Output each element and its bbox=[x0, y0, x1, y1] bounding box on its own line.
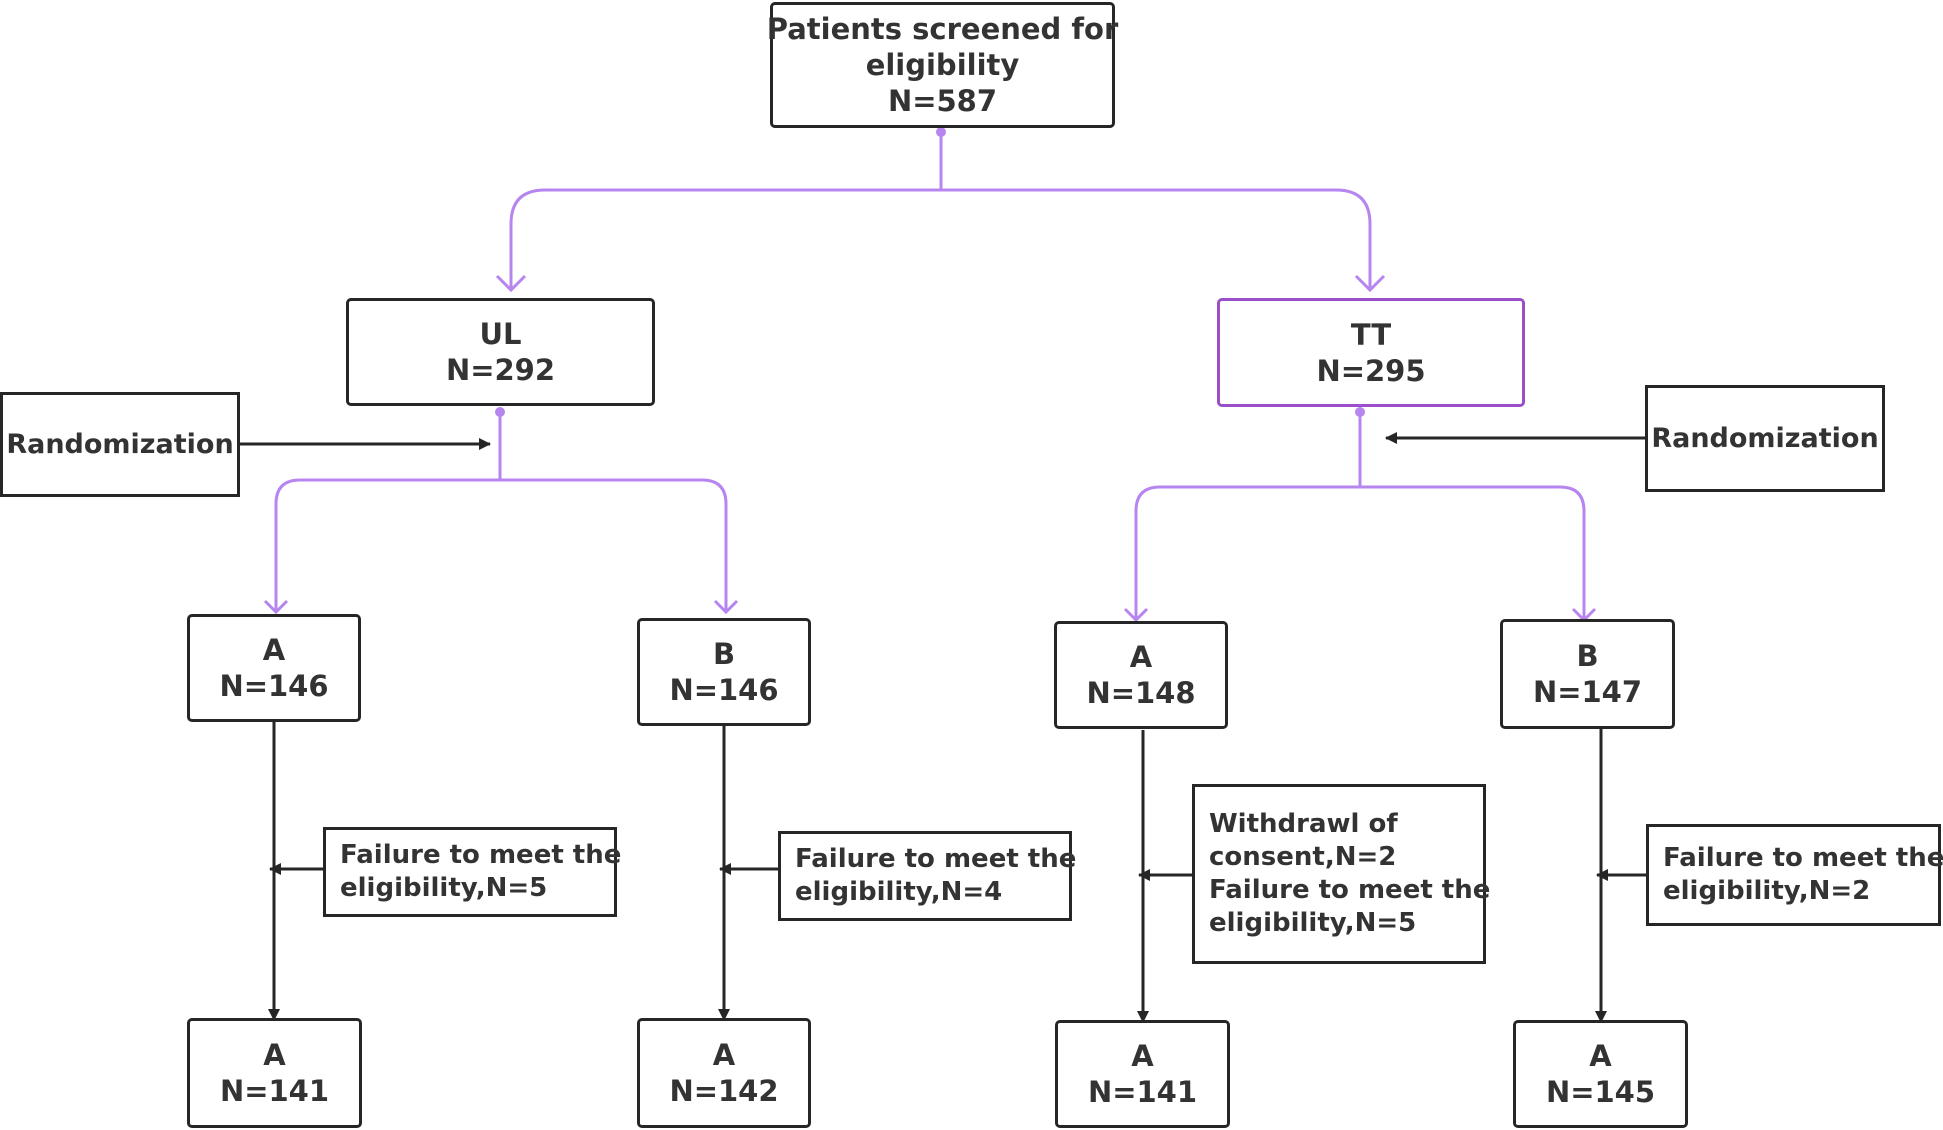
randomization-left-label: Randomization bbox=[6, 428, 234, 460]
tt-group-box: TT N=295 bbox=[1217, 298, 1525, 407]
ul-label: UL bbox=[479, 317, 522, 351]
ul-arm-a-box: A N=146 bbox=[187, 614, 361, 722]
connector-to-ul bbox=[509, 188, 941, 290]
ul-b-exclusion-line1: Failure to meet the bbox=[795, 844, 1077, 874]
ul-b-exclusion-line2: eligibility,N=4 bbox=[795, 877, 1003, 907]
screening-text-line1: Patients screened for bbox=[766, 12, 1119, 46]
tt-a-exclusion-box: Withdrawl of consent,N=2 Failure to meet… bbox=[1192, 784, 1490, 964]
tt-arm-a-box: A N=148 bbox=[1054, 621, 1228, 729]
ul-a-final-label: A bbox=[263, 1038, 286, 1072]
tt-arm-b-box: B N=147 bbox=[1500, 619, 1675, 729]
tt-b-exclusion-box: Failure to meet the eligibility,N=2 bbox=[1646, 824, 1943, 926]
randomization-box-right: Randomization bbox=[1645, 385, 1885, 492]
tt-b-final-count: N=145 bbox=[1545, 1075, 1656, 1109]
tt-a-exclusion-line1: Withdrawl of bbox=[1209, 809, 1398, 839]
arrowhead-tt bbox=[1354, 274, 1386, 293]
ul-group-box: UL N=292 bbox=[346, 298, 655, 406]
randomization-right-label: Randomization bbox=[1651, 422, 1879, 454]
tt-a-final-label: A bbox=[1131, 1039, 1154, 1073]
arrowhead-ul-a bbox=[263, 599, 289, 615]
ul-arm-b-box: B N=146 bbox=[637, 618, 811, 726]
tt-label: TT bbox=[1350, 317, 1392, 352]
arrowhead-ul bbox=[495, 274, 527, 293]
ul-b-final-box: A N=142 bbox=[637, 1018, 811, 1128]
ul-count: N=292 bbox=[445, 353, 556, 387]
ul-arm-a-label: A bbox=[262, 633, 286, 667]
ul-arm-b-count: N=146 bbox=[669, 673, 779, 707]
tt-a-final-box: A N=141 bbox=[1055, 1020, 1230, 1128]
tt-b-exclusion-line1: Failure to meet the bbox=[1663, 843, 1943, 873]
tt-a-exclusion-line4: eligibility,N=5 bbox=[1209, 908, 1417, 938]
tt-b-final-label: A bbox=[1589, 1039, 1612, 1073]
connector-tt-to-a bbox=[1134, 485, 1360, 620]
tt-a-exclusion-line3: Failure to meet the bbox=[1209, 875, 1491, 905]
ul-a-final-box: A N=141 bbox=[187, 1018, 362, 1128]
arrowhead-ul-b bbox=[713, 599, 739, 615]
tt-b-exclusion-line2: eligibility,N=2 bbox=[1663, 876, 1871, 906]
ul-b-final-label: A bbox=[712, 1038, 736, 1072]
tt-arm-b-count: N=147 bbox=[1532, 675, 1643, 709]
connector-tt-to-b bbox=[1360, 485, 1586, 620]
ul-a-final-count: N=141 bbox=[219, 1074, 330, 1108]
ul-arm-b-label: B bbox=[712, 637, 736, 671]
connector-ul-to-b bbox=[500, 478, 728, 612]
screening-box: Patients screened for eligibility N=587 bbox=[766, 2, 1119, 128]
screening-text-line2: eligibility bbox=[865, 48, 1020, 82]
screening-count: N=587 bbox=[887, 84, 998, 118]
ul-b-final-count: N=142 bbox=[669, 1074, 779, 1108]
tt-arm-b-label: B bbox=[1576, 639, 1599, 673]
randomization-box-left: Randomization bbox=[0, 392, 240, 497]
tt-count: N=295 bbox=[1316, 353, 1426, 388]
tt-a-exclusion-line2: consent,N=2 bbox=[1209, 842, 1397, 872]
connector-to-tt bbox=[941, 188, 1372, 290]
tt-arm-a-label: A bbox=[1129, 640, 1153, 674]
ul-a-exclusion-line2: eligibility,N=5 bbox=[340, 873, 548, 903]
tt-b-final-box: A N=145 bbox=[1513, 1020, 1688, 1128]
connector-ul-to-a bbox=[274, 478, 500, 612]
arrowhead-tt-a bbox=[1123, 607, 1149, 623]
ul-b-exclusion-box: Failure to meet the eligibility,N=4 bbox=[778, 831, 1076, 921]
ul-arm-a-count: N=146 bbox=[219, 669, 329, 703]
tt-arm-a-count: N=148 bbox=[1086, 676, 1196, 710]
ul-a-exclusion-box: Failure to meet the eligibility,N=5 bbox=[323, 827, 621, 917]
tt-a-final-count: N=141 bbox=[1087, 1075, 1198, 1109]
ul-a-exclusion-line1: Failure to meet the bbox=[340, 840, 622, 870]
